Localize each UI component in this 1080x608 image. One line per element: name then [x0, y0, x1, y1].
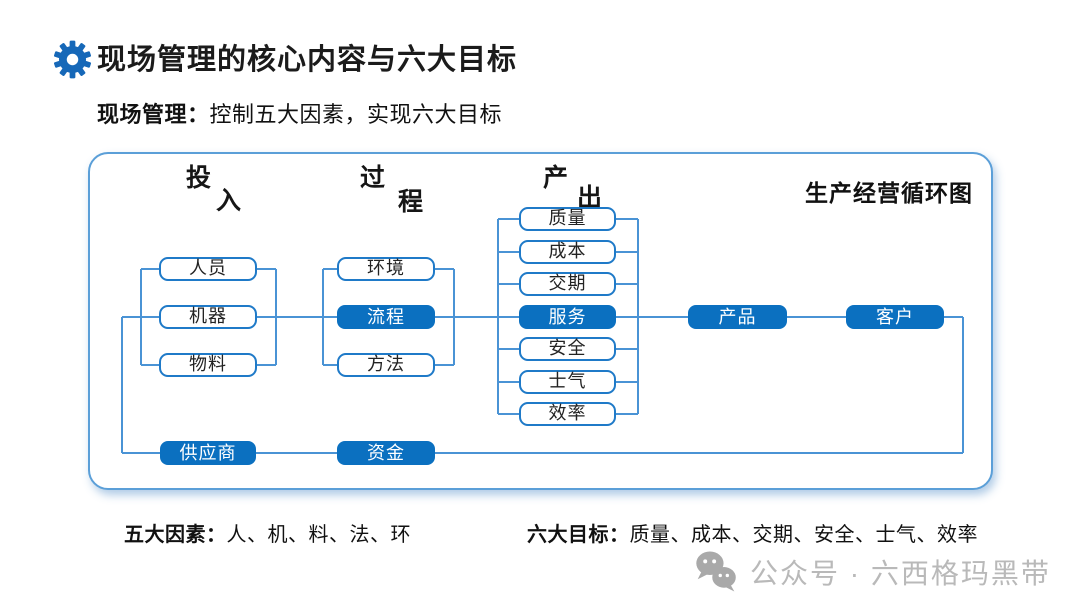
- connector-left-outer-vertical: [121, 317, 123, 453]
- wechat-icon: [696, 551, 736, 592]
- connector-stub: [498, 381, 519, 383]
- connector-customer-right: [944, 316, 963, 318]
- watermark-text: 公众号 · 六西格玛黑带: [750, 558, 1051, 589]
- process-box-environment: 环境: [337, 257, 435, 281]
- connector-process-left-bracket: [322, 269, 324, 365]
- output-box-cost: 成本: [519, 240, 616, 264]
- input-box-machine: 机器: [159, 305, 257, 329]
- connector-bottom-return: [435, 452, 963, 454]
- connector-stub: [257, 364, 276, 366]
- connector-stub: [498, 413, 519, 415]
- connector-product-to-customer: [787, 316, 846, 318]
- five-factors-text: 五大因素：人、机、料、法、环: [124, 518, 411, 547]
- gear-icon: [53, 40, 92, 79]
- connector-stub: [616, 348, 638, 350]
- output-box-service: 服务: [519, 305, 616, 329]
- connector-supplier-left: [122, 452, 160, 454]
- header-input-char2: 入: [216, 187, 242, 215]
- six-goals-label: 六大目标：: [527, 524, 630, 546]
- process-box-method: 方法: [337, 353, 435, 377]
- header-process-char1: 过: [360, 164, 386, 192]
- output-box-morale: 士气: [519, 370, 616, 394]
- connector-service-to-product: [616, 316, 688, 318]
- connector-stub: [616, 283, 638, 285]
- connector-output-left-bracket: [497, 219, 499, 414]
- subtitle-text: 控制五大因素，实现六大目标: [209, 102, 503, 127]
- connector-supplier-to-capital: [256, 452, 337, 454]
- connector-machine-to-process: [257, 316, 337, 318]
- product-box: 产品: [688, 305, 787, 329]
- subtitle-label: 现场管理：: [97, 102, 210, 127]
- process-box-flow: 流程: [337, 305, 435, 329]
- connector-stub: [498, 283, 519, 285]
- connector-stub: [435, 268, 454, 270]
- header-output-char2: 出: [577, 184, 603, 212]
- connector-right-outer-vertical: [962, 317, 964, 453]
- connector-stub: [498, 251, 519, 253]
- connector-stub: [616, 413, 638, 415]
- connector-input-left-bracket: [140, 269, 142, 365]
- supplier-box: 供应商: [160, 441, 256, 465]
- page-title: 现场管理的核心内容与六大目标: [97, 44, 518, 76]
- header-process-char2: 程: [398, 188, 424, 216]
- six-goals-text: 六大目标：质量、成本、交期、安全、士气、效率: [527, 518, 978, 547]
- five-factors-label: 五大因素：: [124, 524, 227, 546]
- customer-box: 客户: [846, 305, 944, 329]
- header-input-char1: 投: [186, 164, 212, 192]
- cycle-diagram-label: 生产经营循环图: [805, 180, 973, 206]
- connector-stub: [498, 348, 519, 350]
- capital-box: 资金: [337, 441, 435, 465]
- connector-stub: [323, 268, 337, 270]
- connector-stub: [257, 268, 276, 270]
- connector-stub: [498, 218, 519, 220]
- output-box-safety: 安全: [519, 337, 616, 361]
- output-box-quality: 质量: [519, 207, 616, 231]
- subtitle: 现场管理：控制五大因素，实现六大目标: [97, 97, 502, 129]
- input-box-personnel: 人员: [159, 257, 257, 281]
- input-box-material: 物料: [159, 353, 257, 377]
- connector-stub: [435, 364, 454, 366]
- connector-stub: [141, 364, 159, 366]
- output-box-efficiency: 效率: [519, 402, 616, 426]
- connector-stub: [616, 381, 638, 383]
- connector-stub: [323, 364, 337, 366]
- output-box-delivery: 交期: [519, 272, 616, 296]
- five-factors-value: 人、机、料、法、环: [226, 524, 411, 546]
- connector-flow-to-output: [435, 316, 519, 318]
- connector-stub: [616, 218, 638, 220]
- six-goals-value: 质量、成本、交期、安全、士气、效率: [629, 524, 978, 546]
- header-output-char1: 产: [543, 164, 569, 192]
- connector-stub: [616, 251, 638, 253]
- connector-stub: [141, 268, 159, 270]
